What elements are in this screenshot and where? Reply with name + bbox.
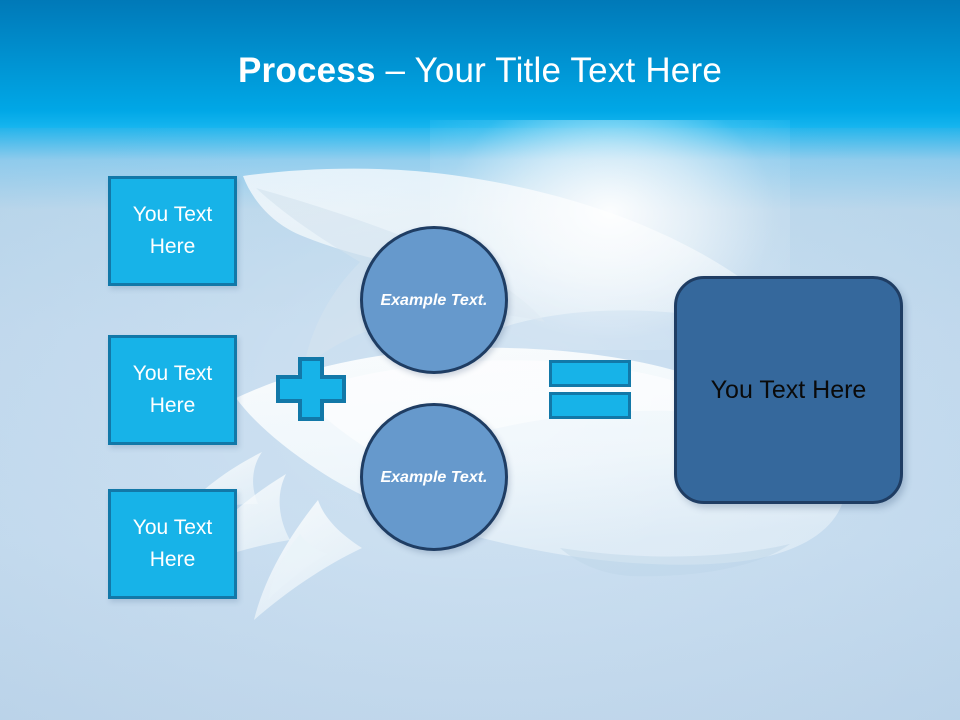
input-box-1[interactable]: You Text Here <box>108 176 237 286</box>
slide-title-strong: Process <box>238 51 376 90</box>
plus-icon <box>276 357 346 421</box>
equals-bar-top <box>549 360 631 387</box>
input-box-3-label: You Text Here <box>132 516 213 571</box>
circle-1[interactable]: Example Text. <box>360 226 508 374</box>
input-box-3[interactable]: You Text Here <box>108 489 237 599</box>
circle-2-label: Example Text. <box>380 468 488 486</box>
slide-title-rest: – Your Title Text Here <box>375 51 722 90</box>
equals-bar-bottom <box>549 392 631 419</box>
circle-2[interactable]: Example Text. <box>360 403 508 551</box>
input-box-2[interactable]: You Text Here <box>108 335 237 445</box>
result-box-label: You Text Here <box>710 376 867 404</box>
result-box[interactable]: You Text Here <box>674 276 903 504</box>
input-box-1-label: You Text Here <box>132 203 213 258</box>
input-box-2-label: You Text Here <box>132 362 213 417</box>
slide-title: Process – Your Title Text Here <box>0 49 960 93</box>
circle-1-label: Example Text. <box>380 291 488 309</box>
equals-icon <box>549 360 631 420</box>
